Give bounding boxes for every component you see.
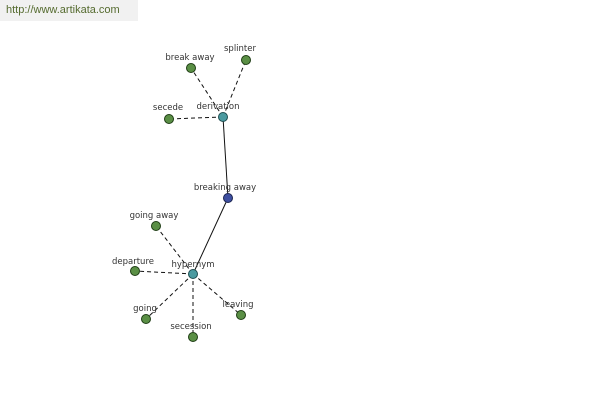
label-break-away[interactable]: break away [165, 53, 214, 63]
label-going[interactable]: going [133, 304, 157, 314]
node-going-away[interactable] [151, 221, 161, 231]
edge-hypernym-going [145, 273, 194, 320]
node-secede[interactable] [164, 114, 174, 124]
label-leaving[interactable]: leaving [223, 300, 254, 310]
node-splinter[interactable] [241, 55, 251, 65]
node-breaking-away[interactable] [223, 193, 233, 203]
edge-derivation-secede [168, 116, 224, 120]
edge-hypernym-going-away [155, 225, 194, 275]
label-going-away[interactable]: going away [130, 211, 179, 221]
label-hypernym[interactable]: hypernym [171, 260, 214, 270]
site-url-watermark[interactable]: http://www.artikata.com [0, 0, 138, 21]
edge-derivation-break-away [190, 67, 224, 118]
label-departure[interactable]: departure [112, 257, 154, 267]
label-secession[interactable]: secession [170, 322, 211, 332]
edge-hypernym-leaving [192, 273, 242, 316]
node-break-away[interactable] [186, 63, 196, 73]
edge-derivation-splinter [222, 59, 247, 118]
edge-hypernym-departure [134, 270, 194, 275]
node-secession[interactable] [188, 332, 198, 342]
node-derivation[interactable] [218, 112, 228, 122]
node-going[interactable] [141, 314, 151, 324]
label-splinter[interactable]: splinter [224, 44, 256, 54]
label-secede[interactable]: secede [153, 103, 183, 113]
node-departure[interactable] [130, 266, 140, 276]
node-hypernym[interactable] [188, 269, 198, 279]
edge-center-derivation [222, 116, 229, 199]
label-breaking-away[interactable]: breaking away [194, 183, 256, 193]
node-leaving[interactable] [236, 310, 246, 320]
edge-center-hypernym [192, 197, 229, 275]
label-derivation[interactable]: derivation [196, 102, 239, 112]
